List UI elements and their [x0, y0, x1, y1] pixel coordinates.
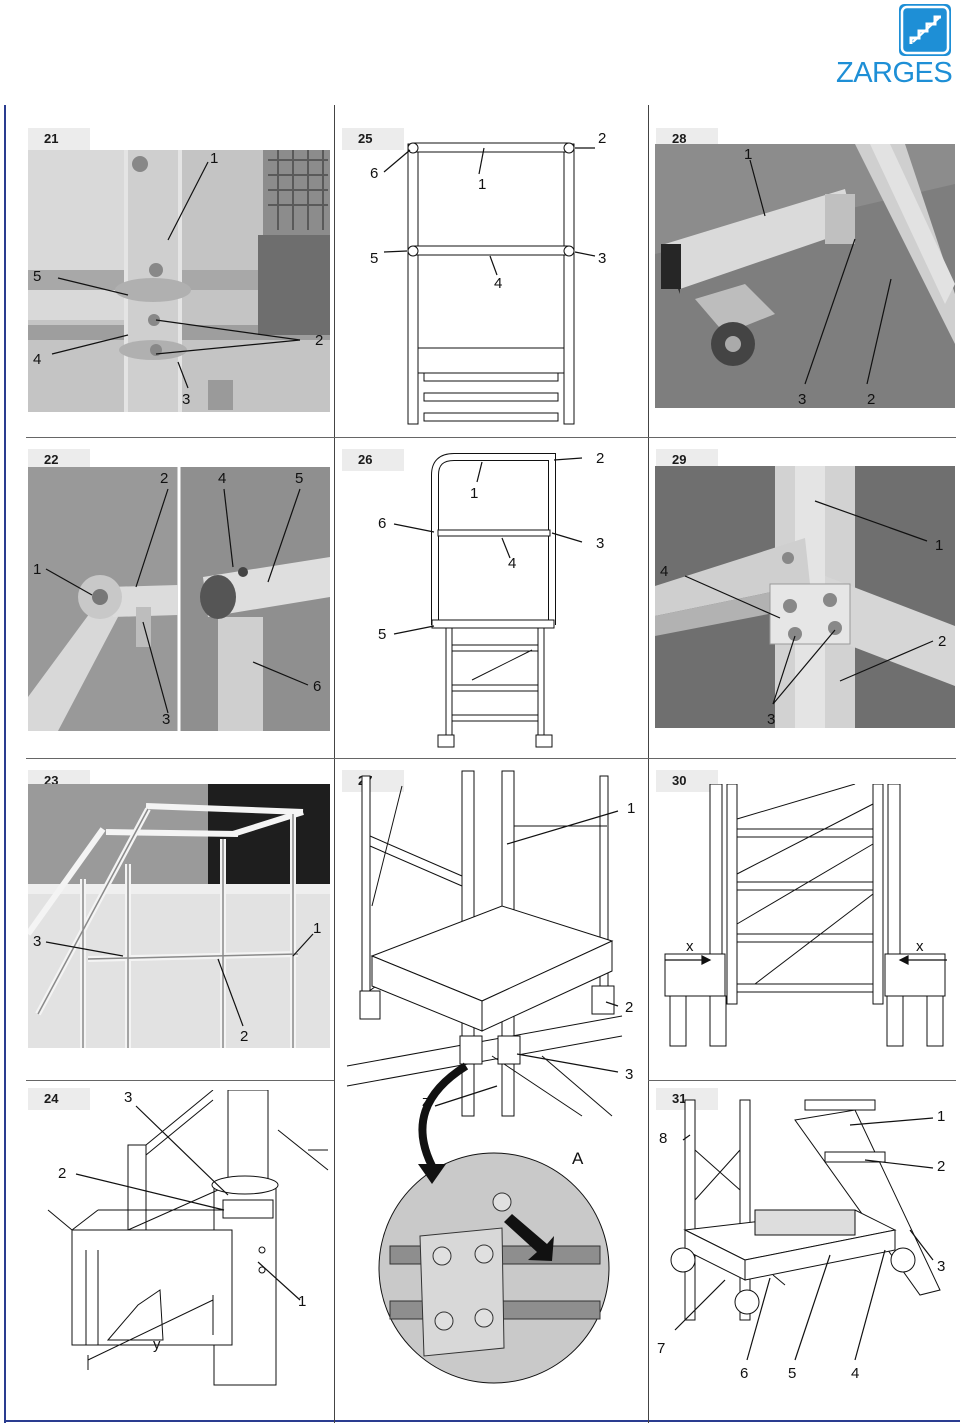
- row-divider: [26, 437, 956, 438]
- figure-callout: 3: [767, 711, 776, 728]
- row-divider: [648, 1080, 956, 1081]
- brand-name: ZARGES: [836, 57, 953, 89]
- figure-callout: 1: [470, 485, 479, 502]
- figure-callout: 2: [596, 450, 605, 467]
- figure-callout: 6: [370, 165, 379, 182]
- figure-callout: 1: [33, 561, 42, 578]
- figure-22-photo: [28, 467, 330, 731]
- figure-30-drawing: [664, 784, 947, 1047]
- figure-callout: 2: [315, 332, 324, 349]
- figure-27-drawing: [346, 770, 623, 1384]
- figure-31-drawing: [670, 1099, 941, 1361]
- figure-callout: 3: [124, 1089, 133, 1106]
- figure-callout: 3: [937, 1258, 946, 1275]
- figure-callout: 4: [494, 275, 503, 292]
- figure-29-leader-lines: [684, 500, 934, 705]
- figure-number: 30: [656, 770, 718, 792]
- figure-28-photo: [655, 144, 955, 408]
- figure-callout: 1: [313, 920, 322, 937]
- figure-callout: 2: [625, 999, 634, 1016]
- figure-callout: 3: [798, 391, 807, 408]
- figure-number: 21: [28, 128, 90, 150]
- figure-callout: 3: [162, 711, 171, 728]
- row-divider: [26, 1080, 334, 1081]
- figure-callout: 5: [295, 470, 304, 487]
- figure-callout: 7: [657, 1340, 666, 1357]
- figure-callout: x: [916, 938, 924, 955]
- figure-22-leader-lines: [45, 488, 309, 714]
- figure-number: 26: [342, 449, 404, 471]
- figure-callout: 2: [938, 633, 947, 650]
- figure-26-drawing: [393, 453, 583, 748]
- figure-callout: 1: [478, 176, 487, 193]
- figure-callout: 1: [935, 537, 944, 554]
- figure-callout: 4: [33, 351, 42, 368]
- stairs-icon: [899, 4, 951, 56]
- figure-callout: 4: [508, 555, 517, 572]
- figure-callout: 3: [625, 1066, 634, 1083]
- figure-23-photo: [28, 784, 330, 1048]
- figure-23-leader-lines: [45, 933, 314, 1027]
- figure-callout: 3: [598, 250, 607, 267]
- figure-callout: x: [686, 938, 694, 955]
- column-divider: [334, 105, 335, 1423]
- figure-25-drawing: [383, 142, 596, 425]
- figure-callout: y: [153, 1336, 161, 1353]
- figure-callout: 1: [298, 1293, 307, 1310]
- figure-callout: 5: [33, 268, 42, 285]
- figure-callout: 5: [370, 250, 379, 267]
- figure-callout: 6: [740, 1365, 749, 1382]
- figure-callout: 2: [937, 1158, 946, 1175]
- figure-callout: z: [422, 1093, 430, 1110]
- left-margin-rule: [4, 105, 6, 1423]
- figure-callout: 1: [210, 150, 219, 167]
- figure-number: 29: [656, 449, 718, 471]
- figure-callout: 4: [851, 1365, 860, 1382]
- figure-callout: 3: [596, 535, 605, 552]
- bottom-rule: [4, 1420, 960, 1422]
- figure-callout: 5: [788, 1365, 797, 1382]
- figure-callout: 5: [378, 626, 387, 643]
- figure-callout: A: [572, 1149, 584, 1168]
- figure-24-drawing: [47, 1090, 329, 1386]
- figure-number: 31: [656, 1088, 718, 1110]
- figure-callout: 4: [660, 563, 669, 580]
- column-divider: [648, 105, 649, 1423]
- figure-number: 25: [342, 128, 404, 150]
- figure-callout: 2: [58, 1165, 67, 1182]
- figure-callout: 2: [160, 470, 169, 487]
- figure-callout: 4: [218, 470, 227, 487]
- figure-callout: 1: [627, 800, 636, 817]
- figure-28-leader-lines: [749, 159, 892, 385]
- figure-callout: 1: [744, 146, 753, 163]
- figure-number: 22: [28, 449, 90, 471]
- row-divider: [26, 758, 956, 759]
- figure-callout: 2: [598, 130, 607, 147]
- figure-callout: 2: [240, 1028, 249, 1045]
- figure-21-leader-lines: [51, 161, 301, 389]
- figure-callout: 8: [659, 1130, 668, 1147]
- figure-callout: 3: [182, 391, 191, 408]
- figure-callout: 1: [937, 1108, 946, 1125]
- figure-callout: 6: [378, 515, 387, 532]
- figure-callout: 2: [867, 391, 876, 408]
- figure-callout: 6: [313, 678, 322, 695]
- figure-29-photo: [655, 466, 955, 728]
- figure-21-photo: [28, 150, 330, 412]
- figure-number: 24: [28, 1088, 90, 1110]
- figure-callout: 3: [33, 933, 42, 950]
- stairs-logo-svg: [900, 5, 950, 55]
